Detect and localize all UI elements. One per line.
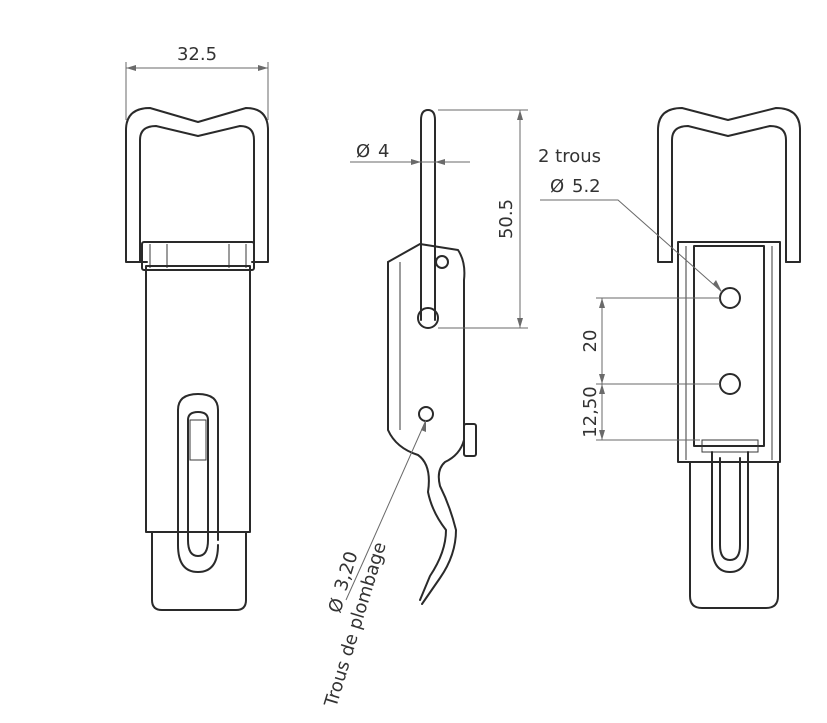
dim-width-label: 32.5 <box>177 44 217 65</box>
dim-handle-dia-value: 4 <box>378 141 389 162</box>
holes-dia-value: 5.2 <box>572 176 601 197</box>
dimension-mounting-holes: 2 trous Ø 5.2 <box>538 146 723 293</box>
holes-count-label: 2 trous <box>538 146 601 167</box>
dimension-handle-diameter: Ø 4 <box>350 141 470 165</box>
dimension-hole-spacing: 20 12,50 <box>580 297 720 441</box>
seal-hole-dia-symbol: Ø <box>325 596 349 616</box>
front-view <box>125 107 269 611</box>
dimension-handle-length: 50.5 <box>438 109 528 329</box>
dim-length-label: 50.5 <box>496 199 517 239</box>
dim-hole-spacing-label: 20 <box>580 330 601 353</box>
dimension-overall-width: 32.5 <box>125 44 269 120</box>
dimension-seal-hole: Ø 3,20 Trous de plombage <box>320 419 427 710</box>
holes-dia-symbol: Ø <box>550 176 564 197</box>
dim-hole-offset-label: 12,50 <box>580 386 601 438</box>
back-view <box>657 107 801 609</box>
dim-handle-dia-symbol: Ø <box>356 141 370 162</box>
side-view <box>387 109 477 605</box>
